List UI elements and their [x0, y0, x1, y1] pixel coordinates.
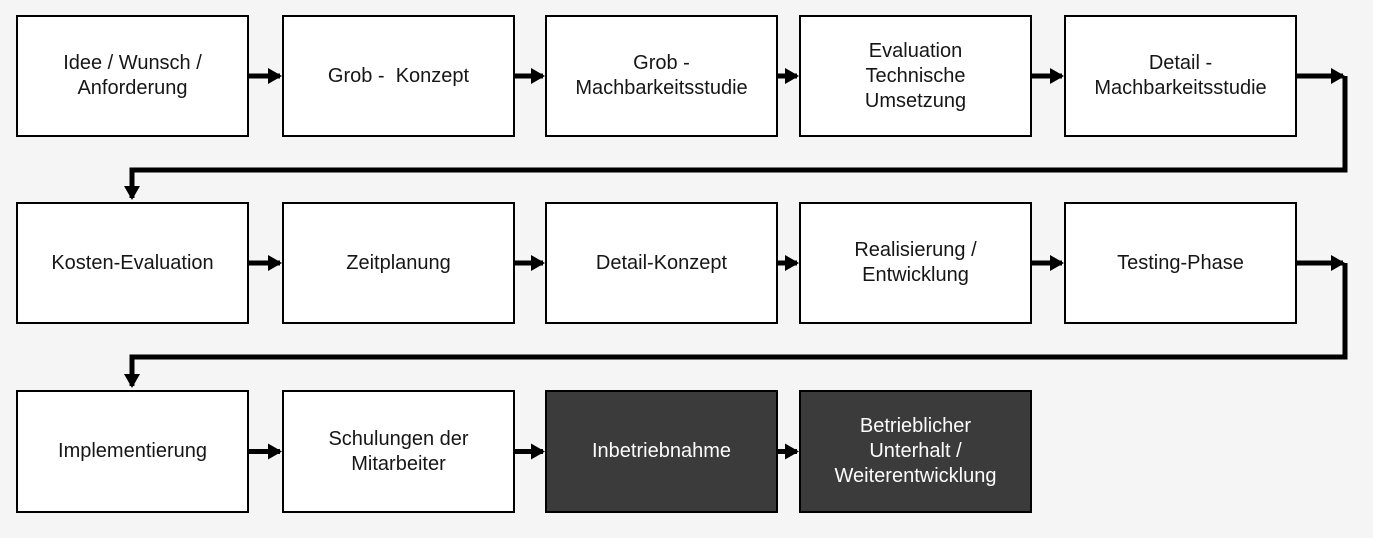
flow-box-label: Betrieblicher Unterhalt / Weiterentwickl… [834, 415, 997, 487]
flow-box-idee-wunsch-anforderung: Idee / Wunsch / Anforderung [16, 15, 249, 137]
flow-box-label: Realisierung / Entwicklung [854, 239, 977, 286]
flow-box-testing-phase: Testing-Phase [1064, 202, 1297, 324]
flow-box-schulungen-der-mitarbeiter: Schulungen der Mitarbeiter [282, 390, 515, 513]
flow-box-kosten-evaluation: Kosten-Evaluation [16, 202, 249, 324]
flow-box-label: Schulungen der Mitarbeiter [328, 427, 469, 475]
flow-box-grob-konzept: Grob - Konzept [282, 15, 515, 137]
flow-box-realisierung-entwicklung: Realisierung / Entwicklung [799, 202, 1032, 324]
flow-box-zeitplanung: Zeitplanung [282, 202, 515, 324]
flow-box-label: Implementierung [58, 440, 207, 462]
flow-box-label: Kosten-Evaluation [51, 251, 214, 274]
flow-box-label: Zeitplanung [346, 251, 451, 274]
wrap-arrow-return-row2 [124, 263, 1348, 388]
flow-box-detail-machbarkeitsstudie: Detail - Machbarkeitsstudie [1064, 15, 1297, 137]
wrap-arrow-return-row1 [124, 76, 1348, 200]
flow-box-inbetriebnahme: Inbetriebnahme [545, 390, 778, 513]
flow-box-label: Evaluation Technische Umsetzung [864, 39, 967, 112]
flow-box-label: Grob - Konzept [327, 64, 470, 87]
flow-box-evaluation-technische-umsetzung: Evaluation Technische Umsetzung [799, 15, 1032, 137]
flow-box-detail-konzept: Detail-Konzept [545, 202, 778, 324]
flow-box-label: Detail-Konzept [595, 251, 728, 274]
flow-box-label: Testing-Phase [1117, 251, 1244, 274]
flow-box-label: Grob - Machbarkeitsstudie [575, 52, 748, 99]
flow-box-label: Idee / Wunsch / Anforderung [63, 52, 202, 99]
flow-box-betrieblicher-unterhalt-weiterentwicklung: Betrieblicher Unterhalt / Weiterentwickl… [799, 390, 1032, 513]
flow-box-label: Detail - Machbarkeitsstudie [1094, 52, 1267, 99]
flow-box-grob-machbarkeitsstudie: Grob - Machbarkeitsstudie [545, 15, 778, 137]
flow-box-implementierung: Implementierung [16, 390, 249, 513]
flow-box-label: Inbetriebnahme [592, 440, 731, 462]
